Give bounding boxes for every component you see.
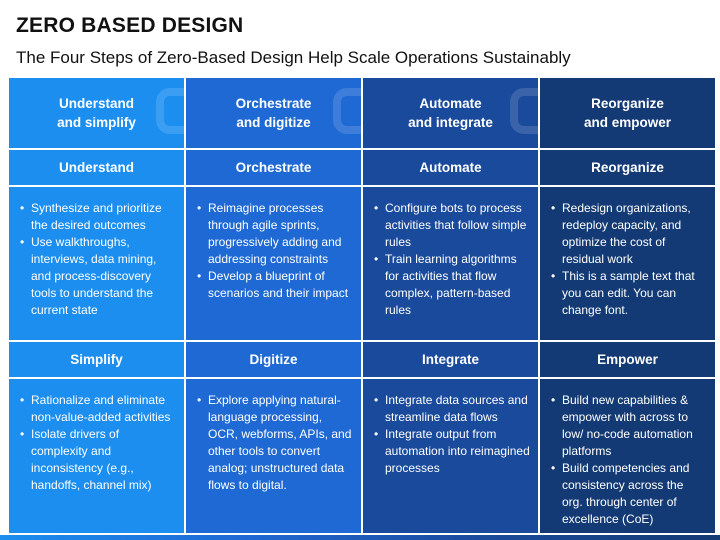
decorative-shape xyxy=(333,88,361,134)
list-item: Build new capabilities & empower with ac… xyxy=(549,392,707,460)
subheading-digitize: Digitize xyxy=(186,342,361,377)
steps-grid: Understand and simplify Orchestrate and … xyxy=(9,78,715,533)
subheading-simplify: Simplify xyxy=(9,342,184,377)
list-item: Develop a blueprint of scenarios and the… xyxy=(195,268,353,302)
bullet-list: Integrate data sources and streamline da… xyxy=(372,392,530,477)
bullet-list: Build new capabilities & empower with ac… xyxy=(549,392,707,528)
subheading-understand: Understand xyxy=(9,150,184,185)
subheading-orchestrate: Orchestrate xyxy=(186,150,361,185)
list-item: Configure bots to process activities tha… xyxy=(372,200,530,251)
step-header-line2: and digitize xyxy=(236,115,311,130)
decorative-shape xyxy=(156,88,184,134)
step-header-line1: Reorganize xyxy=(591,96,664,111)
list-item: Explore applying natural-language proces… xyxy=(195,392,353,494)
digitize-details: Explore applying natural-language proces… xyxy=(186,379,361,533)
bullet-list: Redesign organizations, redeploy capacit… xyxy=(549,200,707,319)
list-item: Train learning algorithms for activities… xyxy=(372,251,530,319)
understand-details: Synthesize and prioritize the desired ou… xyxy=(9,187,184,340)
bullet-list: Reimagine processes through agile sprint… xyxy=(195,200,353,302)
subheading-integrate: Integrate xyxy=(363,342,538,377)
list-item: Integrate data sources and streamline da… xyxy=(372,392,530,426)
bottom-accent-bar xyxy=(0,535,720,540)
step-header-line1: Automate xyxy=(419,96,482,111)
step-header-understand-simplify: Understand and simplify xyxy=(9,78,184,148)
orchestrate-details: Reimagine processes through agile sprint… xyxy=(186,187,361,340)
bullet-list: Configure bots to process activities tha… xyxy=(372,200,530,319)
list-item: This is a sample text that you can edit.… xyxy=(549,268,707,319)
decorative-shape xyxy=(510,88,538,134)
page-title: ZERO BASED DESIGN xyxy=(16,14,244,37)
subheading-automate: Automate xyxy=(363,150,538,185)
step-header-reorganize-empower: Reorganize and empower xyxy=(540,78,715,148)
list-item: Reimagine processes through agile sprint… xyxy=(195,200,353,268)
simplify-details: Rationalize and eliminate non-value-adde… xyxy=(9,379,184,533)
bullet-list: Rationalize and eliminate non-value-adde… xyxy=(18,392,176,494)
bullet-list: Explore applying natural-language proces… xyxy=(195,392,353,494)
list-item: Synthesize and prioritize the desired ou… xyxy=(18,200,176,234)
step-header-automate-integrate: Automate and integrate xyxy=(363,78,538,148)
step-header-line2: and integrate xyxy=(408,115,493,130)
automate-details: Configure bots to process activities tha… xyxy=(363,187,538,340)
integrate-details: Integrate data sources and streamline da… xyxy=(363,379,538,533)
step-header-line2: and simplify xyxy=(57,115,136,130)
empower-details: Build new capabilities & empower with ac… xyxy=(540,379,715,533)
step-header-line1: Orchestrate xyxy=(235,96,312,111)
list-item: Isolate drivers of complexity and incons… xyxy=(18,426,176,494)
list-item: Redesign organizations, redeploy capacit… xyxy=(549,200,707,268)
subheading-empower: Empower xyxy=(540,342,715,377)
step-header-line1: Understand xyxy=(58,96,134,111)
list-item: Build competencies and consistency acros… xyxy=(549,460,707,528)
step-header-orchestrate-digitize: Orchestrate and digitize xyxy=(186,78,361,148)
reorganize-details: Redesign organizations, redeploy capacit… xyxy=(540,187,715,340)
page-subtitle: The Four Steps of Zero-Based Design Help… xyxy=(16,48,571,67)
list-item: Use walkthroughs, interviews, data minin… xyxy=(18,234,176,319)
subheading-reorganize: Reorganize xyxy=(540,150,715,185)
bullet-list: Synthesize and prioritize the desired ou… xyxy=(18,200,176,319)
list-item: Integrate output from automation into re… xyxy=(372,426,530,477)
list-item: Rationalize and eliminate non-value-adde… xyxy=(18,392,176,426)
step-header-line2: and empower xyxy=(583,115,672,130)
